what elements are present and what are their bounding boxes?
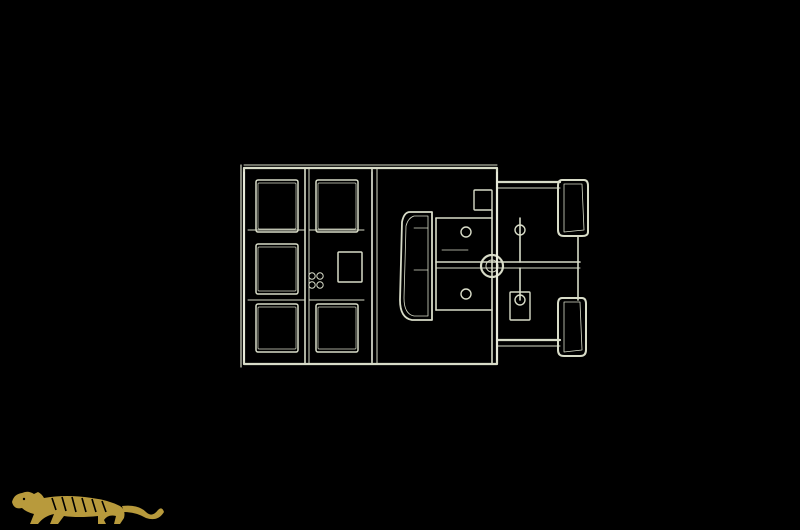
tiger-logo [12,491,164,524]
mirror-parts [557,179,589,357]
plastic-highlights [243,171,498,361]
sprue [240,164,589,368]
windshield-part [399,211,433,321]
window-panels-middle [308,179,363,353]
window-panels-left [255,179,299,353]
small-parts [441,189,531,321]
tiger-icon [12,491,164,524]
tiger-stripes [22,496,107,513]
